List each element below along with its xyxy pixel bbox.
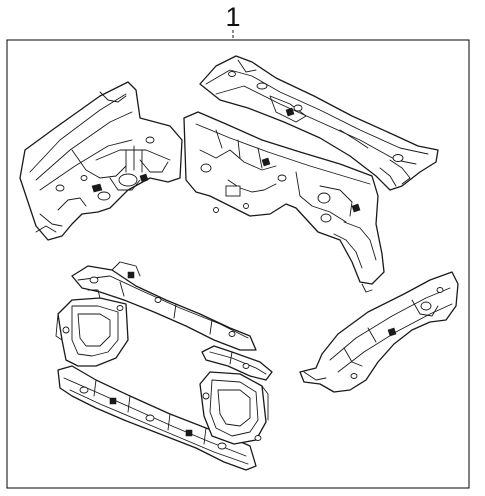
radiator-support-upper-bar [71,261,257,351]
radiator-support-left-side [55,289,129,367]
radiator-support-lower-crossmember [57,365,257,471]
dash-firewall-panel [183,111,385,293]
diagram-frame [6,39,470,489]
cowl-top-panel [199,55,439,191]
radiator-support-center-bracket [201,345,273,381]
left-apron-assembly [19,81,183,241]
right-apron-assembly [299,271,459,393]
part-callout-number: 1 [225,2,241,32]
radiator-support-right-side [199,371,269,445]
